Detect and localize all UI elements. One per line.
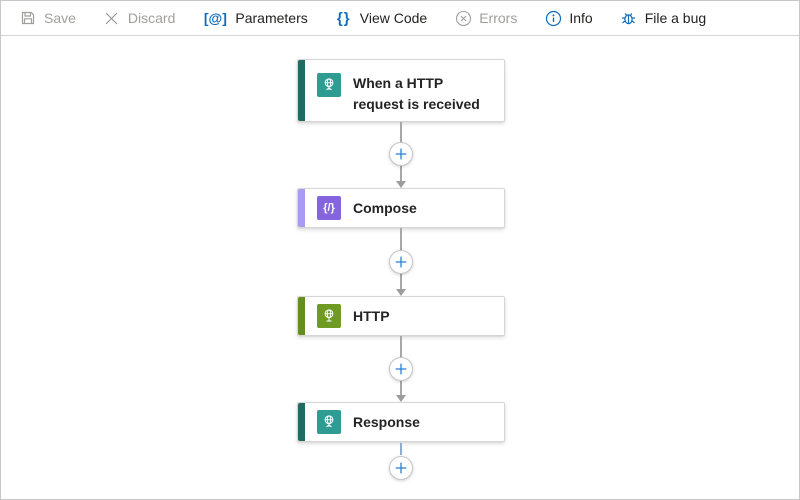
save-icon [19, 9, 37, 27]
plus-icon [395, 363, 407, 375]
connector [389, 122, 413, 188]
workflow-node-compose[interactable]: {/} Compose [297, 188, 505, 228]
http-request-icon [317, 73, 341, 97]
workflow-node-response[interactable]: Response [297, 402, 505, 442]
node-accent-bar [298, 189, 305, 227]
insert-action-button[interactable] [389, 250, 413, 274]
save-button[interactable]: Save [19, 9, 76, 27]
file-a-bug-label: File a bug [644, 10, 707, 26]
arrow-down-icon [396, 181, 406, 188]
insert-action-button[interactable] [389, 357, 413, 381]
info-icon [544, 9, 562, 27]
arrow-down-icon [396, 289, 406, 296]
arrow-down-icon [396, 395, 406, 402]
workflow-node-when-a-http-request-is-received[interactable]: When a HTTP request is received [297, 59, 505, 122]
bug-icon [620, 9, 638, 27]
discard-label: Discard [127, 10, 176, 26]
save-label: Save [44, 10, 76, 26]
workflow-node-http[interactable]: HTTP [297, 296, 505, 336]
plus-icon [395, 148, 407, 160]
errors-icon [454, 9, 472, 27]
insert-action-button[interactable] [389, 456, 413, 480]
node-title: HTTP [353, 307, 390, 324]
node-accent-bar [298, 403, 305, 441]
connector [389, 228, 413, 296]
workflow-canvas: When a HTTP request is received {/} Comp… [1, 36, 799, 499]
insert-action-button[interactable] [389, 142, 413, 166]
discard-icon [103, 9, 121, 27]
designer-toolbar: Save Discard [@] Parameters {} View Code [1, 1, 799, 36]
compose-icon: {/} [317, 196, 341, 220]
node-accent-bar [298, 297, 305, 335]
plus-icon [395, 462, 407, 474]
view-code-button[interactable]: {} View Code [335, 9, 427, 27]
errors-button[interactable]: Errors [454, 9, 517, 27]
insert-point-line [400, 443, 402, 455]
parameters-button[interactable]: [@] Parameters [202, 9, 308, 27]
parameters-icon: [@] [203, 10, 227, 26]
node-title: Response [353, 413, 420, 430]
file-a-bug-button[interactable]: File a bug [620, 9, 706, 27]
node-accent-bar [298, 60, 305, 121]
errors-label: Errors [479, 10, 518, 26]
response-icon [317, 410, 341, 434]
node-title: Compose [353, 199, 417, 216]
info-label: Info [569, 10, 593, 26]
view-code-label: View Code [359, 10, 428, 26]
node-title: When a HTTP request is received [353, 75, 480, 112]
parameters-label: Parameters [235, 10, 308, 26]
discard-button[interactable]: Discard [103, 9, 175, 27]
connector [389, 443, 413, 483]
info-button[interactable]: Info [544, 9, 593, 27]
view-code-icon: {} [336, 9, 351, 27]
plus-icon [395, 256, 407, 268]
connector [389, 336, 413, 402]
http-icon [317, 304, 341, 328]
